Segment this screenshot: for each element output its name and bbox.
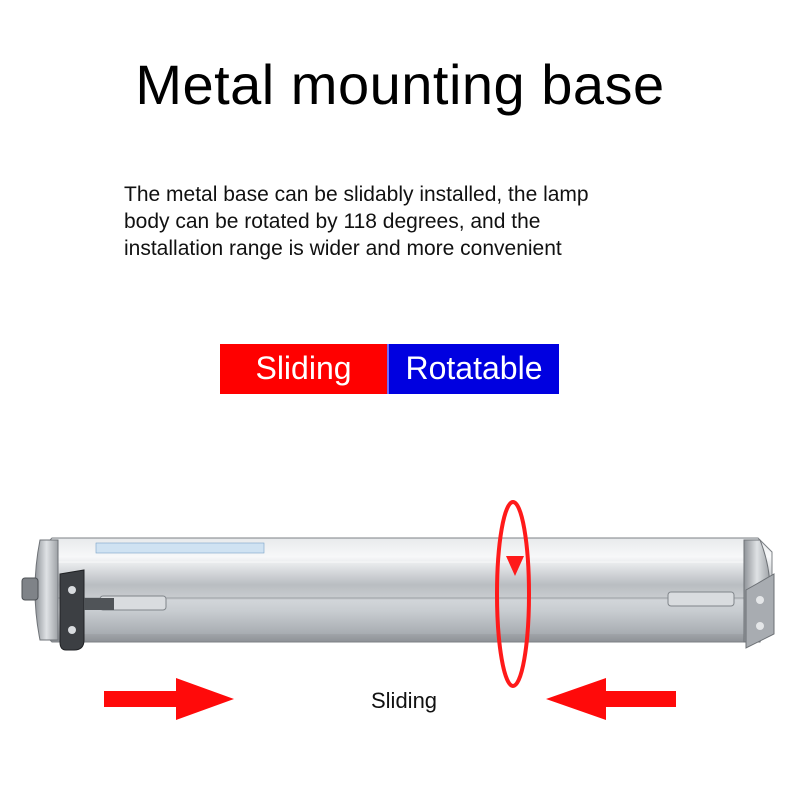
- cable-gland: [21, 577, 39, 601]
- feature-tags: Sliding Rotatable: [220, 344, 559, 394]
- description: The metal base can be slidably installed…: [124, 181, 684, 262]
- lamp-body: [39, 537, 773, 643]
- left-bracket: [59, 569, 114, 651]
- rotation-arrow-icon: [495, 500, 531, 688]
- sliding-tag: Sliding: [220, 344, 387, 394]
- right-bracket: [745, 573, 775, 649]
- description-line-2: body can be rotated by 118 degrees, and …: [124, 210, 541, 233]
- description-line-3: installation range is wider and more con…: [124, 237, 562, 260]
- sliding-caption: Sliding: [371, 688, 438, 713]
- right-slide-rail: [667, 591, 735, 607]
- right-sliding-arrow-icon: [546, 678, 676, 720]
- description-line-1: The metal base can be slidably installed…: [124, 183, 589, 206]
- rotatable-tag: Rotatable: [387, 344, 559, 394]
- left-sliding-arrow-icon: [104, 678, 234, 720]
- left-end-cap: [34, 539, 59, 641]
- page-title: Metal mounting base: [135, 53, 665, 116]
- lamp-illustration: [21, 500, 775, 720]
